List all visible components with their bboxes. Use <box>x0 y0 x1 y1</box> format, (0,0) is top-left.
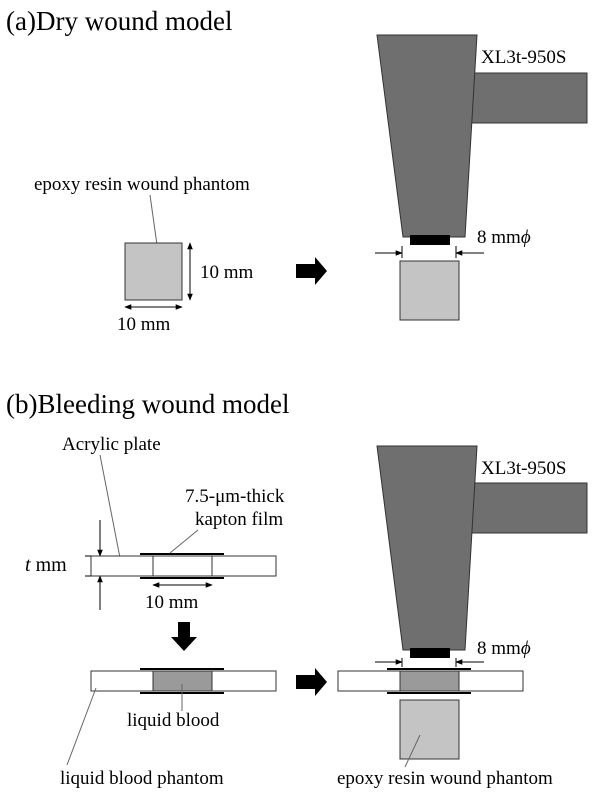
blood-phantom-leader <box>66 687 97 766</box>
wound-phantom-label-b: epoxy resin wound phantom <box>337 768 553 789</box>
aperture-dimension-b <box>375 658 484 667</box>
panel-a-title: (a)Dry wound model <box>6 6 232 36</box>
kapton-film-label-2: kapton film <box>195 509 283 530</box>
aperture-label-b: 8 mmϕ <box>477 638 531 659</box>
wound-phantom-b <box>399 699 460 760</box>
liquid-blood-label: liquid blood <box>127 710 220 731</box>
acrylic-plate-top <box>90 555 277 577</box>
aperture-window-b <box>410 648 450 658</box>
blood-phantom-right <box>337 668 524 694</box>
aperture-dimension-a <box>375 246 484 258</box>
plate-with-hole <box>90 553 277 579</box>
thickness-label: t mm <box>25 554 67 576</box>
liquid-blood-fill-right <box>399 670 460 692</box>
wound-phantom-leader-b <box>404 734 421 768</box>
aperture-label-a: 8 mmϕ <box>477 227 531 248</box>
device-label-a: XL3t-950S <box>481 47 567 68</box>
width-dim-label-a: 10 mm <box>117 314 171 335</box>
panel-b: (b)Bleeding wound model Acrylic plate 7.… <box>6 389 588 789</box>
blood-phantom-label: liquid blood phantom <box>60 768 224 789</box>
acrylic-plate-label: Acrylic plate <box>62 434 161 455</box>
panel-b-title: (b)Bleeding wound model <box>6 389 289 419</box>
analyzer-handle-b <box>469 482 588 534</box>
analyzer-body-b <box>376 445 478 651</box>
analyzer-handle-a <box>469 72 588 124</box>
blood-phantom-left <box>90 668 277 694</box>
xrf-analyzer-a <box>376 34 588 245</box>
down-arrow-b <box>171 622 197 651</box>
flow-arrow-a <box>296 257 327 285</box>
acrylic-plate-leader <box>99 454 122 564</box>
xrf-analyzer-b <box>376 445 588 658</box>
flow-arrow-b <box>296 668 327 696</box>
analyzer-body-a <box>376 34 478 238</box>
kapton-film-leader <box>169 529 199 554</box>
wound-phantom-under-analyzer-a <box>399 260 460 321</box>
aperture-window-a <box>410 235 450 245</box>
kapton-film-label-1: 7.5-μm-thick <box>185 486 285 507</box>
phantom-label-a: epoxy resin wound phantom <box>34 174 250 195</box>
thickness-dimension <box>85 520 103 610</box>
wound-phantom-a <box>124 242 183 301</box>
panel-a: (a)Dry wound model XL3t-950S 8 mmϕ epoxy… <box>6 6 588 335</box>
hole-width-label: 10 mm <box>145 592 199 613</box>
device-label-b: XL3t-950S <box>481 458 567 479</box>
height-dim-label-a: 10 mm <box>200 262 254 283</box>
